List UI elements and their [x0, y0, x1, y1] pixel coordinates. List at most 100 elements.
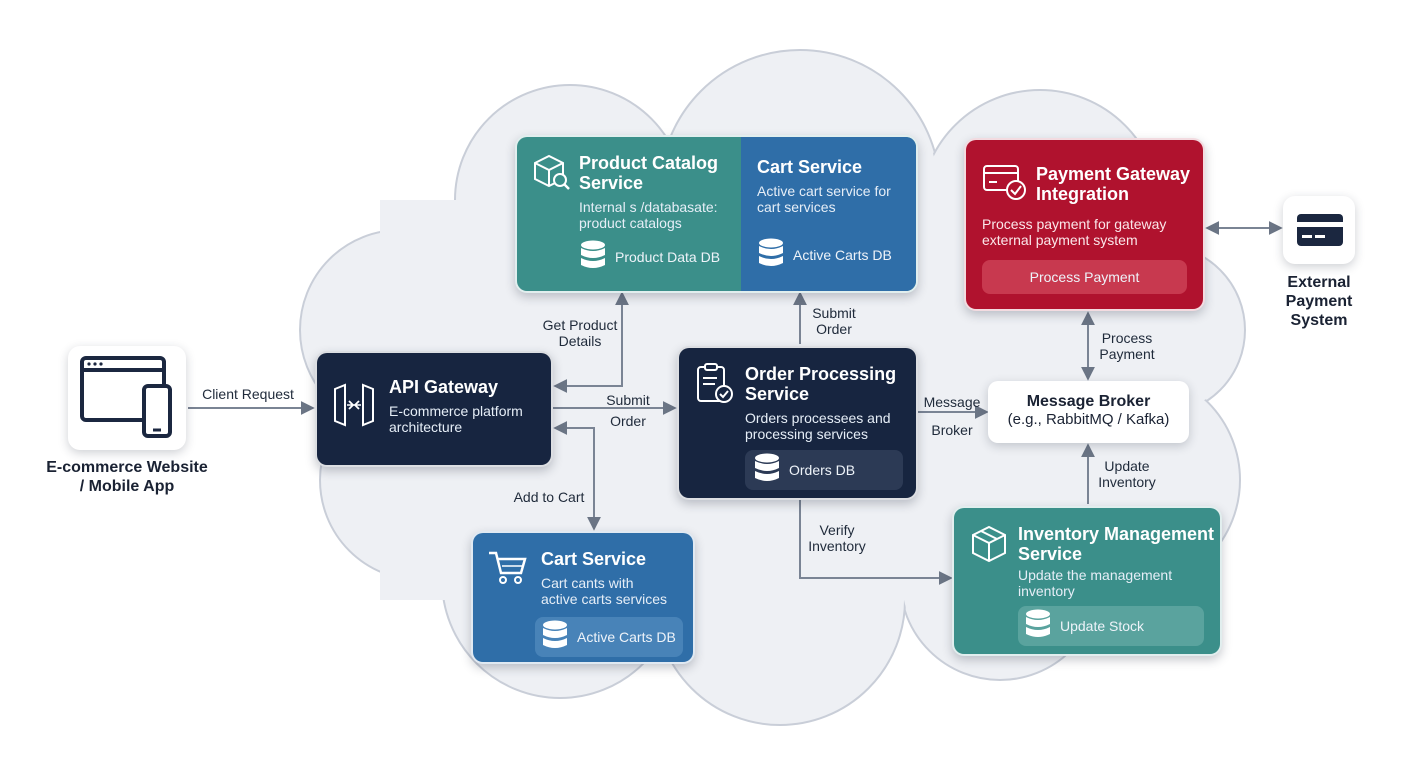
update-inventory-line1: Update	[1104, 458, 1150, 474]
external-payment-tile[interactable]	[1283, 196, 1355, 264]
client-label-line1: E-commerce Website	[46, 459, 208, 476]
get-product-line2: Details	[558, 333, 602, 349]
payment-title-line2: Integration	[1036, 184, 1129, 204]
update-stock: Update Stock	[1018, 606, 1204, 646]
database-icon	[581, 240, 605, 268]
payment-title: Payment Gateway Integration	[1036, 164, 1190, 204]
product-catalog-desc-line2: product catalogs	[579, 215, 682, 231]
edge-label-update-inventory: Update Inventory	[1092, 458, 1162, 490]
inventory-desc-line1: Update the management	[1018, 567, 1173, 583]
cart-bottom-title: Cart Service	[541, 549, 647, 569]
cart-bottom-desc: Cart cants with active carts services	[541, 575, 667, 607]
cart-top-desc-line1: Active cart service for	[757, 183, 891, 199]
api-gateway-title: API Gateway	[389, 377, 499, 397]
active-carts-db-top-label: Active Carts DB	[793, 247, 892, 263]
active-carts-db-top: Active Carts DB	[757, 235, 892, 275]
api-gateway-card[interactable]: API Gateway E-commerce platform architec…	[315, 351, 553, 467]
cart-top-desc: Active cart service for cart services	[757, 183, 891, 215]
edge-label-add-to-cart: Add to Cart	[513, 489, 585, 505]
payment-desc: Process payment for gateway external pay…	[982, 216, 1166, 248]
submit-order-top-line1: Submit	[812, 305, 856, 321]
order-processing-card[interactable]: Order Processing Service Orders processe…	[677, 346, 918, 500]
edge-label-client-request: Client Request	[202, 386, 294, 402]
orders-db: Orders DB	[745, 450, 903, 490]
message-broker-box[interactable]: Message Broker (e.g., RabbitMQ / Kafka)	[988, 381, 1189, 443]
cart-bottom-desc-line1: Cart cants with	[541, 575, 634, 591]
client-label-line2: / Mobile App	[79, 478, 175, 495]
order-title-line2: Service	[745, 384, 810, 404]
payment-desc-line2: external payment system	[982, 232, 1138, 248]
order-desc-line1: Orders processees and	[745, 410, 891, 426]
order-desc-line2: processing services	[745, 426, 868, 442]
shopping-cart-icon	[489, 551, 527, 584]
verify-inventory-line1: Verify	[819, 522, 855, 538]
cart-top-desc-line2: cart services	[757, 199, 836, 215]
verify-inventory-line2: Inventory	[808, 538, 866, 554]
payment-gateway-card[interactable]: Payment Gateway Integration Process paym…	[964, 138, 1205, 311]
external-label-line1: External	[1287, 274, 1351, 291]
gateway-icon	[334, 383, 374, 427]
process-payment-button-label: Process Payment	[1029, 269, 1140, 285]
edge-label-submit-order-api: Submit Order	[596, 390, 660, 432]
order-title: Order Processing Service	[745, 364, 896, 404]
edge-label-message-broker: Message Broker	[918, 388, 986, 444]
message-broker-line2: Broker	[931, 422, 973, 438]
cart-service-card[interactable]: Cart Service Cart cants with active cart…	[471, 531, 695, 664]
external-label-line2: Payment	[1285, 293, 1353, 310]
edge-label-verify-inventory: Verify Inventory	[804, 522, 870, 554]
browser-mobile-icon	[80, 356, 172, 438]
product-catalog-desc-line1: Internal s /databasate:	[579, 199, 718, 215]
credit-card-icon	[1297, 214, 1343, 246]
external-label-line3: System	[1290, 312, 1348, 329]
cart-top-title: Cart Service	[757, 157, 863, 177]
client-label: E-commerce Website / Mobile App	[30, 458, 224, 496]
payment-card-check-icon	[983, 165, 1026, 200]
api-gateway-desc-line2: architecture	[389, 419, 463, 435]
api-gateway-desc: E-commerce platform architecture	[389, 403, 523, 435]
payment-desc-line1: Process payment for gateway	[982, 216, 1167, 232]
client-device-tile[interactable]	[68, 346, 186, 450]
active-carts-db-bottom-label: Active Carts DB	[577, 629, 676, 645]
inventory-title: Inventory Management Service	[1018, 524, 1214, 564]
active-carts-db-bottom: Active Carts DB	[535, 617, 683, 657]
database-icon	[759, 238, 783, 266]
cart-bottom-desc-line2: active carts services	[541, 591, 668, 607]
update-inventory-line2: Inventory	[1098, 474, 1156, 490]
message-broker-line1: Message	[923, 394, 981, 410]
submit-order-top-line2: Order	[816, 321, 852, 337]
product-catalog-card[interactable]: Product Catalog Service Internal s /data…	[515, 135, 918, 293]
process-payment-button[interactable]: Process Payment	[982, 260, 1187, 294]
update-stock-label: Update Stock	[1060, 618, 1145, 634]
product-catalog-title-line1: Product Catalog	[579, 153, 719, 173]
edge-label-process-payment: Process Payment	[1092, 330, 1162, 362]
broker-subtitle: (e.g., RabbitMQ / Kafka)	[1007, 411, 1170, 428]
process-payment-line1: Process	[1101, 330, 1153, 346]
database-icon	[755, 453, 779, 481]
api-gateway-desc-line1: E-commerce platform	[389, 403, 523, 419]
product-data-db-label: Product Data DB	[615, 249, 721, 265]
orders-db-label: Orders DB	[789, 462, 856, 478]
external-payment-label: External Payment System	[1262, 273, 1376, 330]
get-product-line1: Get Product	[542, 317, 618, 333]
box-search-icon	[534, 154, 570, 190]
process-payment-line2: Payment	[1099, 346, 1155, 362]
database-icon	[1026, 609, 1050, 637]
database-icon	[543, 620, 567, 648]
payment-title-line1: Payment Gateway	[1036, 164, 1191, 184]
inventory-desc: Update the management inventory	[1018, 567, 1172, 599]
broker-title: Message Broker	[1026, 393, 1151, 410]
inventory-title-line1: Inventory Management	[1018, 524, 1215, 544]
edge-label-submit-order-top: Submit Order	[806, 305, 862, 337]
inventory-card[interactable]: Inventory Management Service Update the …	[952, 506, 1222, 656]
product-data-db: Product Data DB	[579, 237, 720, 277]
product-catalog-desc: Internal s /databasate: product catalogs	[579, 199, 718, 231]
clipboard-check-icon	[697, 363, 733, 403]
submit-order-api-line2: Order	[610, 413, 646, 429]
package-icon	[972, 525, 1006, 563]
product-catalog-title-line2: Service	[579, 173, 644, 193]
edge-label-get-product: Get Product Details	[530, 317, 630, 349]
submit-order-api-line1: Submit	[606, 392, 650, 408]
inventory-desc-line2: inventory	[1018, 583, 1075, 599]
order-desc: Orders processees and processing service…	[745, 410, 891, 442]
product-catalog-title: Product Catalog Service	[579, 153, 718, 193]
